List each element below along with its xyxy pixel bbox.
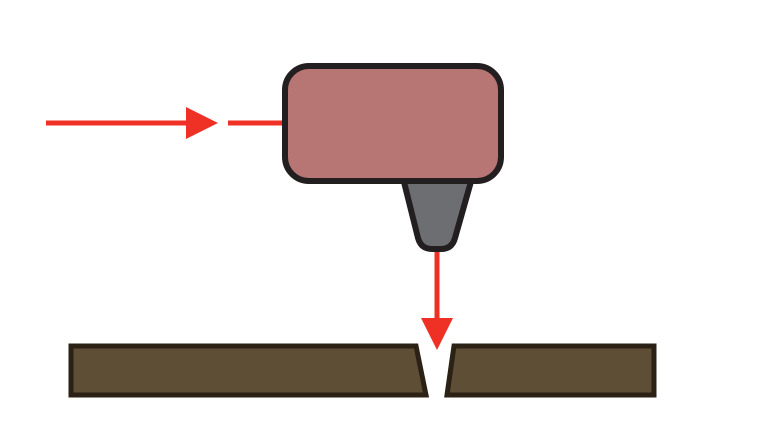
output-beam-arrow: [421, 252, 453, 350]
beam-arrowhead: [186, 107, 218, 139]
workpiece-left: [68, 343, 430, 398]
nozzle: [400, 175, 475, 252]
incoming-beam-arrow: [46, 107, 288, 139]
workpiece-right: [444, 343, 657, 398]
laser-head: [282, 63, 504, 184]
beam-arrowhead-down: [421, 318, 453, 350]
